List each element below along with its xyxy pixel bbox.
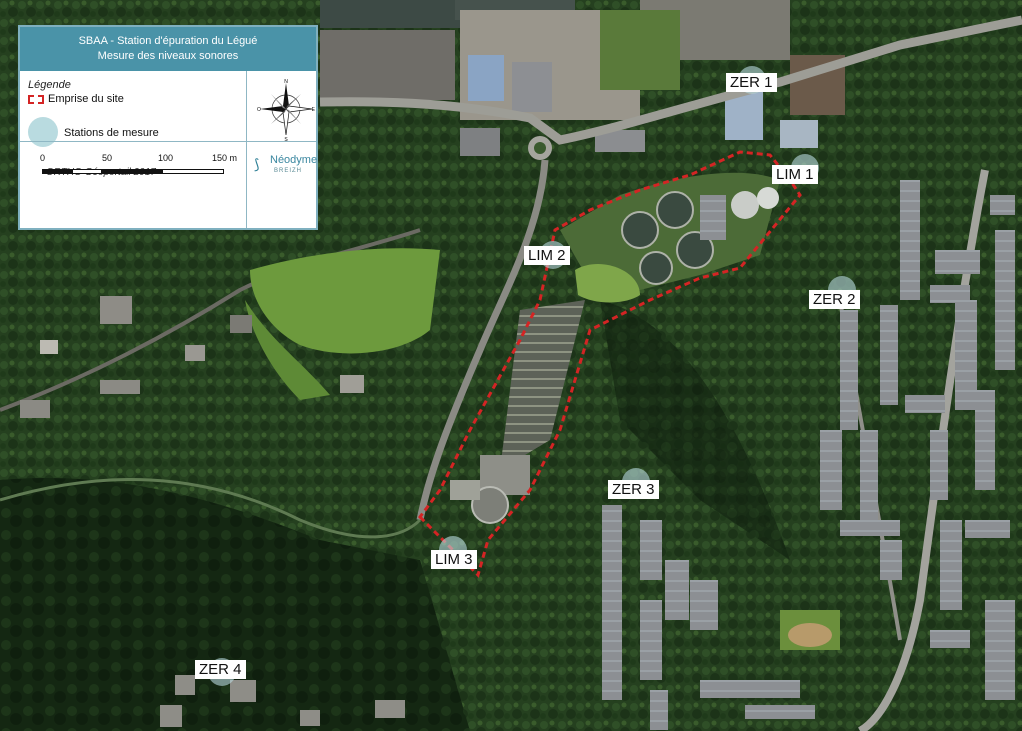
map-subtitle: Mesure des niveaux sonores bbox=[97, 50, 239, 62]
compass-label-s: S bbox=[284, 137, 288, 141]
station-label: Stations de mesure bbox=[64, 127, 159, 139]
map-legend-panel: SBAA - Station d'épuration du Légué Mesu… bbox=[18, 25, 318, 230]
legend-side-panel bbox=[246, 71, 317, 228]
station-label-zer3: ZER 3 bbox=[608, 480, 659, 499]
scale-tick-150: 150 m bbox=[212, 153, 238, 163]
legend-title: Légende bbox=[28, 79, 71, 91]
scale-tick-50: 50 bbox=[102, 153, 113, 163]
station-label-zer4: ZER 4 bbox=[195, 660, 246, 679]
scale-segment bbox=[162, 169, 224, 174]
scale-tick-100: 100 bbox=[158, 153, 174, 163]
station-label-zer2: ZER 2 bbox=[809, 290, 860, 309]
map-title-header: SBAA - Station d'épuration du Légué Mesu… bbox=[20, 27, 316, 71]
site-boundary-label: Emprise du site bbox=[48, 93, 124, 105]
station-label-lim3: LIM 3 bbox=[431, 550, 477, 569]
neodyme-logo-icon: ⟆ bbox=[254, 156, 260, 172]
map-title: SBAA - Station d'épuration du Légué bbox=[78, 35, 258, 47]
scale-segment bbox=[72, 169, 102, 174]
scale-bar: 0 50 100 150 m bbox=[28, 153, 246, 183]
station-label-zer1: ZER 1 bbox=[726, 73, 777, 92]
legend-divider bbox=[20, 141, 316, 142]
station-swatch bbox=[28, 117, 58, 147]
site-boundary-swatch bbox=[28, 95, 44, 104]
scale-segment bbox=[102, 169, 162, 174]
neodyme-logo: ⟆ Néodyme BREIZH bbox=[254, 151, 320, 179]
compass-label-n: N bbox=[284, 79, 288, 85]
brand-name: Néodyme bbox=[270, 154, 318, 166]
compass-label-e: E bbox=[312, 107, 316, 113]
brand-subtitle: BREIZH bbox=[274, 168, 303, 174]
north-arrow-icon: N S E O bbox=[256, 77, 316, 146]
compass-label-o: O bbox=[257, 107, 261, 113]
station-label-lim2: LIM 2 bbox=[524, 246, 570, 265]
station-label-lim1: LIM 1 bbox=[772, 165, 818, 184]
scale-segment bbox=[42, 169, 72, 174]
scale-tick-0: 0 bbox=[40, 153, 46, 163]
legend-body: Légende Emprise du site Stations de mesu… bbox=[20, 71, 246, 228]
